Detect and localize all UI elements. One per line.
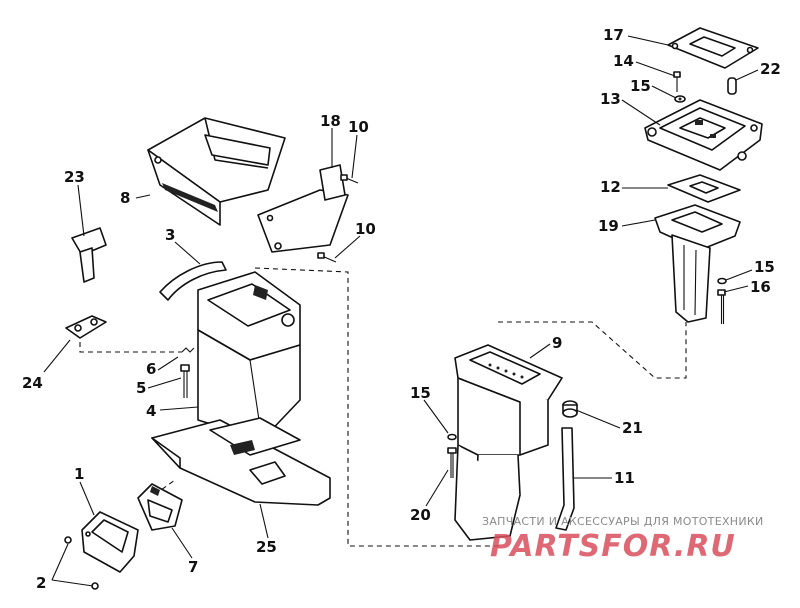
callout-15: 15	[630, 77, 651, 95]
callout-21: 21	[622, 419, 643, 437]
callout-12: 12	[600, 178, 621, 196]
part-2-screws	[64, 536, 99, 590]
watermark-brand: PARTSFOR.RU	[490, 529, 736, 564]
part-12-gasket	[667, 174, 741, 203]
callout-9: 9	[552, 334, 562, 352]
callout-6: 6	[146, 360, 156, 378]
part-17-gasket	[667, 27, 759, 69]
part-15-washer-lower	[447, 433, 457, 441]
part-5-bolt	[180, 364, 190, 398]
callout-8: 8	[120, 189, 130, 207]
callout-24: 24	[22, 374, 43, 392]
part-9-exhaust-housing	[454, 344, 563, 541]
callout-17: 17	[603, 26, 624, 44]
part-9-holes	[488, 363, 524, 379]
callout-7: 7	[188, 558, 198, 576]
part-14-bolt	[673, 71, 681, 92]
part-4-housing	[197, 271, 301, 441]
part-15-washer-top	[674, 95, 686, 103]
part-10-screw-bottom	[317, 252, 337, 263]
callout-25: 25	[256, 538, 277, 556]
callout-10: 10	[355, 220, 376, 238]
callout-22: 22	[760, 60, 781, 78]
callout-18: 18	[320, 112, 341, 130]
part-11-water-tube	[555, 427, 575, 531]
callout-1: 1	[74, 465, 84, 483]
callout-labels: 17 14 22 15 13 18 10 23 8 12 19 10 3 15 …	[22, 26, 781, 592]
part-13-adapter-plate	[644, 99, 763, 171]
part-25-cavitation-plate	[151, 417, 331, 506]
callout-15: 15	[410, 384, 431, 402]
callout-19: 19	[598, 217, 619, 235]
part-15-washer-right	[717, 277, 727, 285]
part-23-bracket	[71, 227, 107, 283]
callout-16: 16	[750, 278, 771, 296]
part-19-exhaust-tube	[654, 204, 741, 323]
callout-4: 4	[146, 402, 156, 420]
callout-11: 11	[614, 469, 635, 487]
part-7-block	[137, 483, 183, 531]
callout-13: 13	[600, 90, 621, 108]
part-10-screw-top	[340, 174, 359, 184]
part-20-bolt	[447, 447, 457, 478]
part-8-cover	[147, 117, 286, 226]
watermark: ЗАПЧАСТИ И АКСЕССУАРЫ ДЛЯ МОТОТЕХНИКИ PA…	[482, 515, 764, 564]
part-6-spring	[181, 347, 195, 353]
part-16-bolt	[717, 289, 726, 324]
callout-20: 20	[410, 506, 431, 524]
callout-15: 15	[754, 258, 775, 276]
callout-23: 23	[64, 168, 85, 186]
watermark-tagline: ЗАПЧАСТИ И АКСЕССУАРЫ ДЛЯ МОТОТЕХНИКИ	[482, 515, 764, 528]
callout-3: 3	[165, 226, 175, 244]
part-1-side-plate	[81, 511, 139, 573]
part-21-grommet	[562, 400, 578, 418]
callout-5: 5	[136, 379, 146, 397]
leader-lines	[43, 35, 759, 587]
callout-14: 14	[613, 52, 634, 70]
part-18-bracket	[257, 164, 349, 253]
callout-10: 10	[348, 118, 369, 136]
part-3-seal	[159, 261, 227, 301]
callout-2: 2	[36, 574, 46, 592]
part-24-plate	[65, 315, 107, 339]
part-22-pin	[727, 77, 737, 95]
